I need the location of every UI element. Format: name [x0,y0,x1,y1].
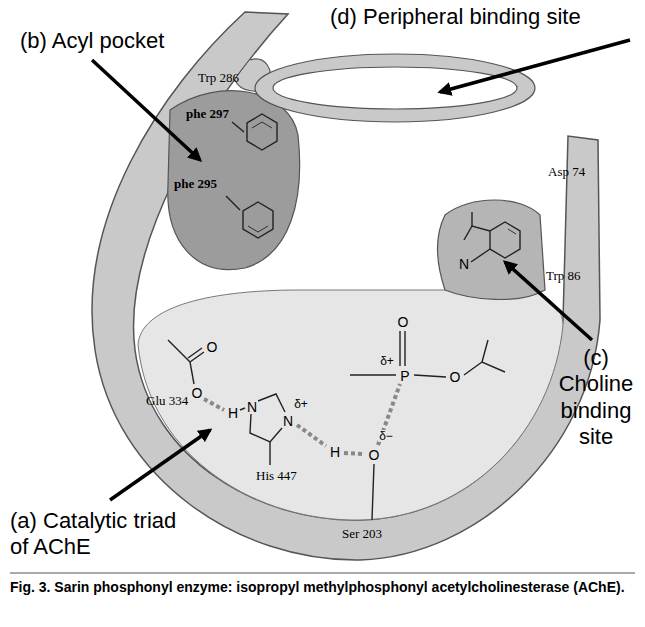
atom-label: O [191,386,204,400]
atom-label: O [397,315,410,329]
residue-label: Trp 86 [546,268,581,284]
atom-label: O [449,370,462,384]
atom-label: N [458,257,470,271]
atom-label: O [368,448,381,462]
peripheral-ring [255,54,535,122]
figure-caption: Fig. 3. Sarin phosphonyl enzyme: isoprop… [10,578,630,596]
acyl-pocket [168,91,300,270]
hydrogen-bonds [204,384,400,454]
partial-charge: δ+ [379,355,395,367]
atom-label: P [399,369,410,383]
residue-label: Trp 286 [198,70,239,86]
callout-arrows [92,40,630,500]
callout-label: (d) Peripheral binding site [330,4,581,30]
atom-label: N [246,400,258,414]
atom-label: H [329,445,341,459]
caption-rule [10,573,635,574]
indole-ring [464,212,520,262]
partial-charge: δ− [378,430,394,442]
partial-charge: δ+ [293,398,309,410]
residue-label: His 447 [256,468,297,484]
residue-label: Ser 203 [342,526,382,542]
residue-label: phe 297 [186,106,229,122]
residue-label: phe 295 [174,176,217,192]
atom-label: O [206,340,219,354]
callout-label: (b) Acyl pocket [20,28,164,54]
atom-label: H [227,406,239,420]
callout-label: (c) Choline binding site [553,345,639,451]
catalytic-region [138,290,563,520]
residue-label: Asp 74 [548,164,585,180]
chemical-bonds [168,331,505,520]
callout-label: (a) Catalytic triad of AChE [10,508,185,561]
phenyl-rings [226,114,277,238]
residue-label: Glu 334 [146,393,188,409]
enzyme-gorge [92,12,600,560]
atom-label: N [282,414,294,428]
